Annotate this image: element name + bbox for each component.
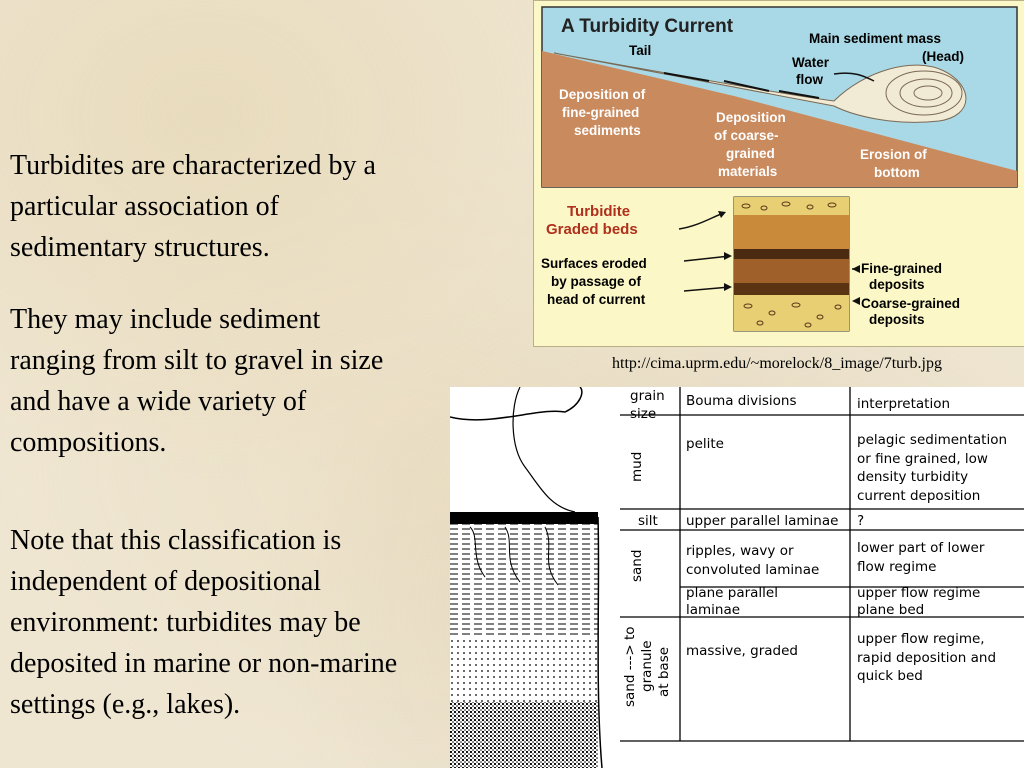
- header-size: size: [630, 406, 656, 422]
- graded-beds-column: [733, 196, 850, 332]
- label-flow: flow: [796, 72, 823, 87]
- bouma-sequence-figure: grain size Bouma divisions interpretatio…: [450, 387, 1024, 768]
- label-coarse-deposition-4: materials: [718, 164, 777, 179]
- paragraph-sediment-range: They may include sediment ranging from s…: [10, 304, 384, 458]
- label-fine-deposits-2: deposits: [869, 277, 925, 292]
- grain-base-1: sand ---> to: [622, 627, 638, 708]
- source-url-caption: http://cima.uprm.edu/~morelock/8_image/7…: [612, 355, 942, 372]
- label-head: (Head): [922, 49, 964, 64]
- label-fine-deposition-2: fine-grained: [562, 105, 639, 120]
- division-plane-1: plane parallel: [686, 585, 778, 601]
- paragraph-classification-note: Note that this classification is indepen…: [10, 525, 398, 720]
- grain-mud: mud: [629, 452, 645, 482]
- label-coarse-deposition-3: grained: [726, 146, 775, 161]
- label-tail: Tail: [629, 43, 651, 58]
- division-plane-2: laminae: [686, 602, 740, 618]
- paragraph-turbidites-intro: Turbidites are characterized by a partic…: [10, 150, 376, 263]
- division-ripples-1: ripples, wavy or: [686, 543, 794, 559]
- label-erosion-2: bottom: [874, 165, 920, 180]
- label-graded-beds: Graded beds: [546, 221, 638, 238]
- grain-silt: silt: [638, 513, 658, 529]
- grain-base-3: at base: [656, 647, 672, 697]
- header-grain: grain: [630, 388, 665, 404]
- division-massive: massive, graded: [686, 643, 798, 659]
- label-fine-deposits-1: Fine-grained: [861, 261, 942, 276]
- label-fine-deposition-3: sediments: [574, 123, 641, 138]
- interp-row4-line1: upper flow regime: [857, 585, 980, 601]
- interp-row5-line1: upper flow regime,: [857, 631, 985, 647]
- label-coarse-deposits-2: deposits: [869, 312, 925, 327]
- division-pelite: pelite: [686, 436, 724, 452]
- grain-sand: sand: [629, 550, 645, 582]
- grain-base-2: granule: [639, 640, 655, 692]
- label-water: Water: [792, 55, 830, 70]
- division-ripples-2: convoluted laminae: [686, 562, 819, 578]
- label-erosion-1: Erosion of: [860, 147, 927, 162]
- label-main-mass: Main sediment mass: [809, 31, 941, 46]
- interp-row3-line1: lower part of lower: [857, 540, 985, 556]
- division-upper-parallel: upper parallel laminae: [686, 513, 838, 529]
- label-surfaces-2: by passage of: [551, 274, 642, 289]
- turbidity-title: A Turbidity Current: [561, 16, 734, 37]
- label-coarse-deposits-1: Coarse-grained: [861, 296, 960, 311]
- interp-row1-line2: or fine grained, low: [857, 451, 988, 467]
- label-surfaces-3: head of current: [547, 292, 646, 307]
- interp-row4-line2: plane bed: [857, 602, 924, 618]
- label-coarse-deposition-2: of coarse-: [714, 128, 779, 143]
- interp-row2-line1: ?: [857, 513, 864, 529]
- bouma-sediment-column: [450, 387, 603, 768]
- label-coarse-deposition-1: Deposition: [716, 110, 786, 125]
- interp-row3-line2: flow regime: [857, 559, 936, 575]
- label-surfaces-1: Surfaces eroded: [541, 256, 647, 271]
- interp-row1-line3: density turbidity: [857, 469, 968, 485]
- interp-row1-line1: pelagic sedimentation: [857, 432, 1007, 448]
- interp-row5-line2: rapid deposition and: [857, 650, 996, 666]
- label-turbidite: Turbidite: [567, 203, 630, 220]
- turbidity-current-diagram: A Turbidity Current Tail Main sediment m…: [533, 0, 1024, 347]
- header-interpretation: interpretation: [857, 396, 950, 412]
- interp-row5-line3: quick bed: [857, 668, 923, 684]
- interp-row1-line4: current deposition: [857, 488, 980, 504]
- header-bouma-divisions: Bouma divisions: [686, 393, 797, 409]
- label-fine-deposition-1: Deposition of: [559, 87, 646, 102]
